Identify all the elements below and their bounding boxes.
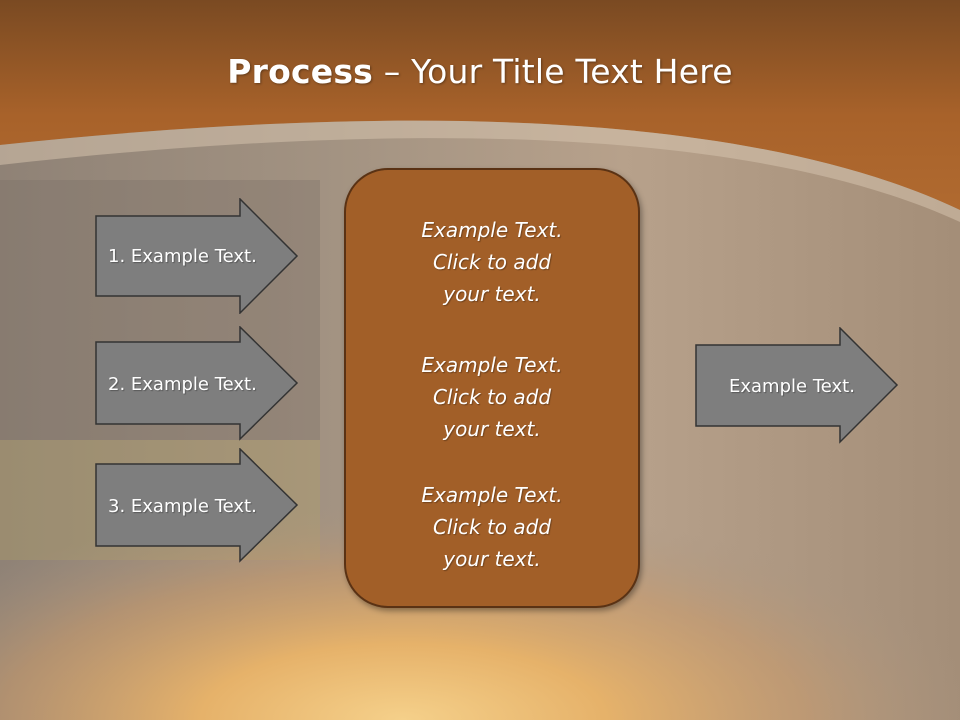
process-text-line: Example Text. bbox=[421, 218, 563, 242]
input-arrow-1[interactable]: 1. Example Text. bbox=[95, 198, 300, 314]
title-rest: – Your Title Text Here bbox=[373, 52, 733, 91]
output-label: Example Text. bbox=[729, 375, 855, 397]
slide-title: Process – Your Title Text Here bbox=[0, 52, 960, 91]
process-text-block-3: Example Text. Click to add your text. bbox=[346, 479, 638, 575]
process-text-line: your text. bbox=[443, 547, 541, 571]
arrow-right-icon bbox=[95, 326, 299, 441]
arrow-right-icon bbox=[695, 327, 899, 444]
input-arrow-2[interactable]: 2. Example Text. bbox=[95, 326, 300, 442]
output-arrow[interactable]: Example Text. bbox=[695, 327, 900, 445]
process-text-line: Click to add bbox=[432, 385, 552, 409]
process-box[interactable]: Example Text. Click to add your text. Ex… bbox=[344, 168, 640, 608]
process-text-line: Click to add bbox=[432, 515, 552, 539]
arrow-right-icon bbox=[95, 448, 299, 563]
process-text-block-2: Example Text. Click to add your text. bbox=[346, 349, 638, 445]
input-arrow-3[interactable]: 3. Example Text. bbox=[95, 448, 300, 564]
process-text-block-1: Example Text. Click to add your text. bbox=[346, 214, 638, 310]
input-label-1: 1. Example Text. bbox=[108, 245, 257, 267]
process-text-line: Click to add bbox=[432, 250, 552, 274]
process-text-line: Example Text. bbox=[421, 483, 563, 507]
input-label-3: 3. Example Text. bbox=[108, 495, 257, 517]
process-text-line: your text. bbox=[443, 282, 541, 306]
arrow-right-icon bbox=[95, 198, 299, 314]
title-bold: Process bbox=[227, 52, 374, 91]
process-text-line: Example Text. bbox=[421, 353, 563, 377]
process-text-line: your text. bbox=[443, 417, 541, 441]
input-label-2: 2. Example Text. bbox=[108, 373, 257, 395]
